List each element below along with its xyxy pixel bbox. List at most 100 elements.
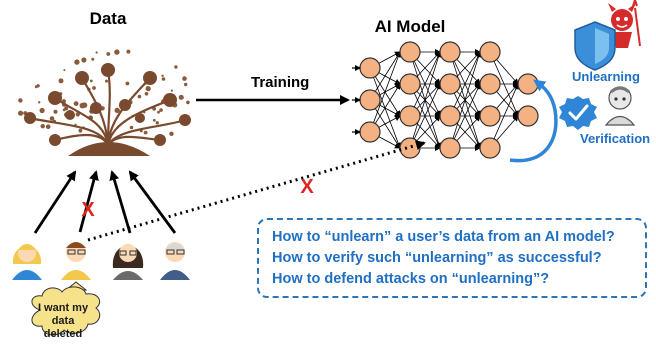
nn-neuron — [479, 137, 501, 159]
data-title: Data — [90, 9, 127, 28]
user-avatar-3 — [112, 244, 144, 280]
data-cloud-icon — [18, 49, 191, 156]
training-label: Training — [251, 74, 309, 91]
data-dot — [78, 128, 83, 133]
bubble-line-2: data deleted — [43, 315, 83, 340]
data-dot — [63, 69, 66, 72]
nn-neuron — [479, 105, 501, 127]
unlearning-label: Unlearning — [572, 69, 640, 84]
nn-neuron — [439, 41, 461, 63]
data-dot — [143, 130, 148, 135]
nn-neuron — [359, 89, 381, 111]
data-dot — [115, 107, 118, 110]
data-dot — [62, 108, 66, 112]
data-dot — [137, 94, 142, 99]
nn-neuron — [479, 73, 501, 95]
data-dot — [38, 101, 41, 104]
nn-edge — [449, 51, 481, 117]
bubble-line-1: I want my — [37, 302, 89, 314]
nn-edge — [369, 51, 402, 133]
nn-edge — [489, 83, 519, 149]
question-2: How to verify such “unlearning” as succe… — [272, 250, 602, 266]
data-dot — [36, 84, 40, 88]
user-avatar-4 — [160, 242, 190, 280]
data-dot — [129, 125, 134, 130]
data-dot — [169, 131, 174, 136]
data-dot — [73, 101, 79, 106]
verifier-avatar-icon — [604, 86, 636, 126]
user3-data-arrow — [109, 170, 132, 234]
data-dot — [144, 92, 149, 96]
data-dot — [18, 98, 23, 103]
data-dot — [49, 116, 55, 121]
data-dot — [91, 57, 95, 61]
data-dot — [18, 110, 24, 116]
user-to-model-dotted-arrow — [87, 140, 426, 242]
question-1: How to “unlearn” a user’s data from an A… — [272, 229, 615, 245]
data-dot — [58, 78, 64, 84]
data-dot — [155, 121, 159, 125]
user2-data-arrow — [78, 170, 99, 233]
data-dot — [157, 110, 160, 114]
data-dot — [181, 96, 184, 99]
user-to-data-arrows — [33, 170, 177, 234]
data-dot — [95, 51, 98, 54]
question-3: How to defend attacks on “unlearning”? — [272, 271, 550, 287]
data-dot — [39, 107, 45, 114]
nn-neuron — [399, 137, 421, 159]
data-dot — [92, 86, 96, 90]
nn-edge — [409, 83, 441, 149]
nn-neuron — [399, 73, 421, 95]
data-dot — [126, 49, 131, 54]
data-dot — [40, 124, 45, 129]
data-dot — [182, 76, 187, 81]
data-dot — [184, 82, 188, 87]
data-dot — [114, 49, 120, 55]
data-dot — [152, 118, 156, 122]
nn-edge — [449, 83, 481, 149]
questions-box: How to “unlearn” a user’s data from an A… — [257, 218, 647, 298]
check-badge-icon — [559, 96, 597, 130]
nn-neuron — [439, 137, 461, 159]
data-dot — [170, 89, 173, 92]
neural-network-icon — [352, 41, 539, 159]
nn-neuron — [399, 41, 421, 63]
shield-icon — [574, 21, 616, 71]
unlearning-cycle-arrow — [509, 79, 558, 163]
nn-edge — [449, 51, 482, 149]
data-dot — [145, 86, 151, 92]
speech-bubble-text: I want my data deleted — [31, 302, 95, 341]
user-avatar-2 — [61, 242, 91, 280]
data-dot — [105, 79, 108, 83]
nn-neuron — [479, 41, 501, 63]
data-dot — [174, 65, 178, 69]
data-dot — [53, 109, 58, 114]
speech-bubble — [31, 286, 101, 336]
data-dot — [159, 108, 163, 112]
nn-neuron — [439, 105, 461, 127]
data-dot — [125, 81, 130, 86]
nn-neuron — [517, 105, 539, 127]
data-dot — [89, 79, 93, 83]
data-dot — [186, 100, 190, 105]
verification-label: Verification — [580, 131, 650, 146]
ai-model-title: AI Model — [375, 17, 446, 36]
nn-neuron — [517, 73, 539, 95]
data-dot — [106, 52, 111, 56]
data-dot — [45, 124, 51, 129]
data-dot — [161, 77, 166, 81]
nn-neuron — [439, 73, 461, 95]
data-dot — [74, 59, 80, 65]
nn-neuron — [399, 105, 421, 127]
nn-edge — [409, 51, 441, 117]
nn-edge — [409, 51, 442, 149]
data-dot — [81, 57, 87, 63]
devil-icon — [608, 0, 641, 48]
user-avatar-1 — [12, 244, 42, 280]
nn-neuron — [359, 121, 381, 143]
user1-data-arrow — [33, 170, 77, 234]
red-x-model: X — [300, 176, 314, 198]
data-dot — [161, 74, 164, 78]
data-dot — [81, 102, 88, 108]
